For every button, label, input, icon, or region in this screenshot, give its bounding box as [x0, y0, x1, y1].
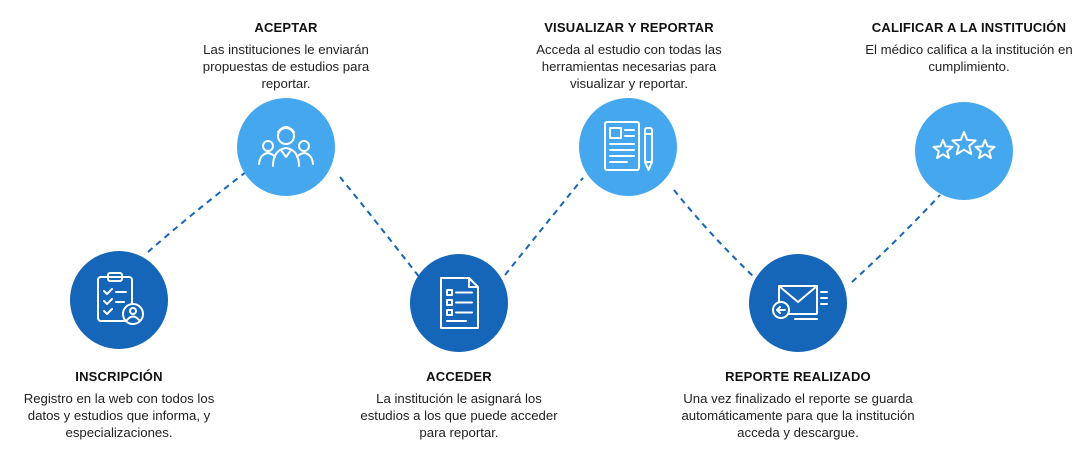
step-acceder-circle — [410, 254, 508, 352]
step-aceptar-circle — [237, 98, 335, 196]
step-calificar-circle — [915, 102, 1013, 200]
step-description: Acceda al estudio con todas las herramie… — [536, 42, 722, 91]
step-title: INSCRIPCIÓN — [75, 369, 163, 384]
report-pen-icon — [604, 121, 653, 171]
step-acceder-text: ACCEDER La institución le asignará los e… — [356, 369, 562, 441]
step-description: La institución le asignará los estudios … — [360, 391, 558, 440]
step-reporte-text: REPORTE REALIZADO Una vez finalizado el … — [670, 369, 926, 441]
step-description: Una vez finalizado el reporte se guarda … — [681, 391, 915, 440]
step-description: El médico califica a la institución en c… — [865, 42, 1073, 74]
connector-3-4 — [504, 177, 584, 276]
step-title: ACEPTAR — [254, 20, 318, 35]
connector-5-6 — [851, 194, 941, 283]
connector-1-2 — [147, 171, 247, 253]
medical-team-icon — [258, 126, 314, 167]
document-list-icon — [440, 277, 479, 329]
clipboard-user-icon — [97, 272, 144, 325]
connector-2-3 — [339, 176, 421, 279]
three-stars-icon — [932, 131, 996, 159]
step-visualizar-text: VISUALIZAR Y REPORTAR Acceda al estudio … — [520, 20, 738, 92]
step-reporte-circle — [749, 254, 847, 352]
step-title: REPORTE REALIZADO — [725, 369, 871, 384]
step-aceptar-text: ACEPTAR Las instituciones le enviarán pr… — [190, 20, 382, 92]
step-title: CALIFICAR A LA INSTITUCIÓN — [871, 20, 1067, 35]
step-calificar-text: CALIFICAR A LA INSTITUCIÓN El médico cal… — [858, 20, 1080, 75]
step-description: Registro en la web con todos los datos y… — [23, 391, 215, 440]
step-title: ACCEDER — [426, 369, 492, 384]
connector-4-5 — [673, 189, 756, 279]
envelope-send-icon — [772, 285, 828, 320]
step-visualizar-circle — [579, 98, 677, 196]
step-description: Las instituciones le enviarán propuestas… — [202, 42, 370, 91]
step-title: VISUALIZAR Y REPORTAR — [544, 20, 714, 35]
step-inscripcion-text: INSCRIPCIÓN Registro en la web con todos… — [10, 369, 228, 441]
step-inscripcion-circle — [70, 251, 168, 349]
